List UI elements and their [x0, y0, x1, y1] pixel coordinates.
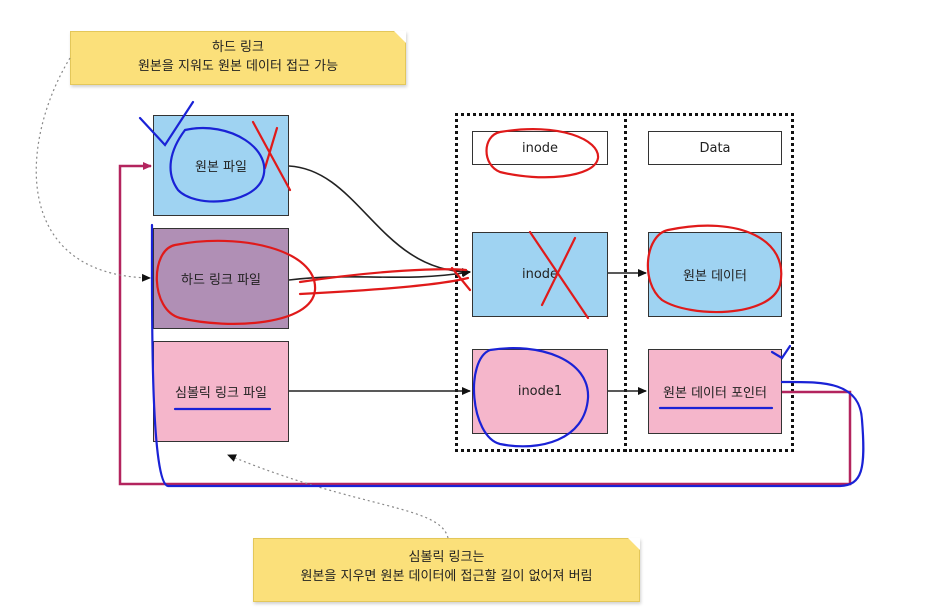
data-header-label: Data: [699, 140, 731, 156]
symlink-note: 심볼릭 링크는 원본을 지우면 원본 데이터에 접근할 길이 없어져 버림: [253, 538, 640, 602]
symlink-note-title: 심볼릭 링크는: [408, 550, 485, 565]
hardlink-file-label: 하드 링크 파일: [180, 273, 262, 288]
inode1-label: inode1: [517, 384, 563, 399]
hardlink-note-text: 원본을 지워도 원본 데이터 접근 가능: [137, 59, 339, 74]
original-to-inode-connector: [288, 165, 471, 276]
data-pointer-label: 원본 데이터 포인터: [663, 386, 767, 401]
pointer-to-original-link: [118, 162, 852, 486]
original-file-label: 원본 파일: [195, 160, 247, 175]
blue-loop-back: [150, 223, 865, 488]
inode1-circle: [472, 347, 590, 448]
inode-shared-cross: [528, 230, 590, 320]
original-data-label: 원본 데이터: [683, 269, 747, 284]
hardlink-note-title: 하드 링크: [212, 40, 264, 55]
inode-shared-label: inode: [521, 267, 559, 282]
inode-header-label: inode: [521, 140, 559, 156]
column-separator: [624, 113, 627, 452]
inode-header-circle: [485, 128, 600, 179]
hardlink-file-circle: [155, 239, 317, 325]
original-file-blue-mark: [138, 100, 266, 203]
hardlink-note-connector: [35, 57, 151, 282]
symlink-file-label: 심볼릭 링크 파일: [175, 386, 267, 401]
inode-header: inode: [472, 131, 608, 165]
data-pointer-box[interactable]: 원본 데이터 포인터: [648, 349, 782, 434]
data-header: Data: [648, 131, 782, 165]
inode1-box[interactable]: inode1: [472, 349, 608, 434]
original-file-cross: [251, 120, 292, 192]
symlink-note-text: 원본을 지우면 원본 데이터에 접근할 길이 없어져 버림: [300, 569, 593, 584]
blue-annotations: [138, 100, 865, 488]
symlink-file-box[interactable]: 심볼릭 링크 파일: [153, 341, 289, 442]
original-data-circle: [646, 224, 783, 314]
hardlink-note: 하드 링크 원본을 지워도 원본 데이터 접근 가능: [70, 31, 406, 85]
symlink-note-connector: [227, 454, 449, 539]
red-annotations: [155, 120, 783, 325]
original-data-box[interactable]: 원본 데이터: [648, 232, 782, 317]
hardlink-arrow-mark: [298, 266, 472, 296]
pointer-tick: [770, 344, 792, 360]
